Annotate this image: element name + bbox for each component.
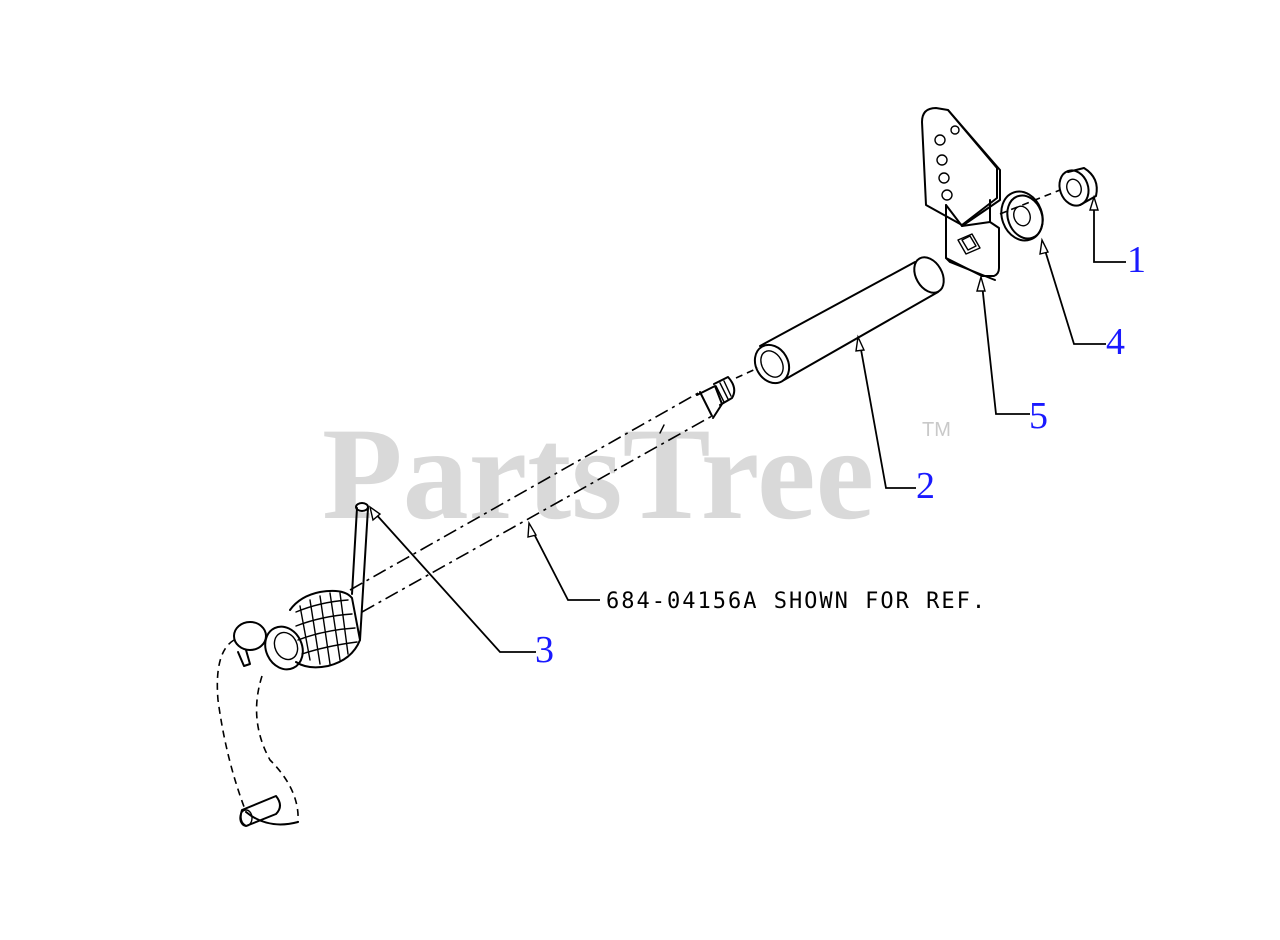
spring-lever-part xyxy=(216,502,369,827)
center-line-upper xyxy=(999,189,1061,215)
leader-3 xyxy=(373,511,536,653)
bushing-part xyxy=(1058,167,1098,207)
reference-shaft xyxy=(349,376,736,613)
bracket-part xyxy=(921,107,1001,281)
leader-lines xyxy=(368,194,1126,653)
watermark-text: PartsTree xyxy=(322,400,874,547)
leader-2 xyxy=(859,343,916,489)
callout-5[interactable]: 5 xyxy=(1029,395,1048,437)
watermark: PartsTree TM xyxy=(322,400,951,547)
watermark-trademark: TM xyxy=(922,419,951,441)
callout-4[interactable]: 4 xyxy=(1106,321,1125,363)
washer-part xyxy=(1000,190,1044,242)
callout-3[interactable]: 3 xyxy=(535,629,554,671)
callout-numbers: 1 2 3 4 5 xyxy=(535,239,1146,671)
reference-note: 684-04156A SHOWN FOR REF. xyxy=(606,589,987,614)
callout-1[interactable]: 1 xyxy=(1127,239,1146,281)
sleeve-tube-part xyxy=(753,256,945,385)
leader-note xyxy=(531,529,600,601)
leader-1 xyxy=(1093,205,1126,263)
center-line-sleeve xyxy=(735,367,759,379)
leader-5 xyxy=(981,283,1030,415)
leader-4 xyxy=(1043,246,1106,345)
callout-2[interactable]: 2 xyxy=(916,465,935,507)
